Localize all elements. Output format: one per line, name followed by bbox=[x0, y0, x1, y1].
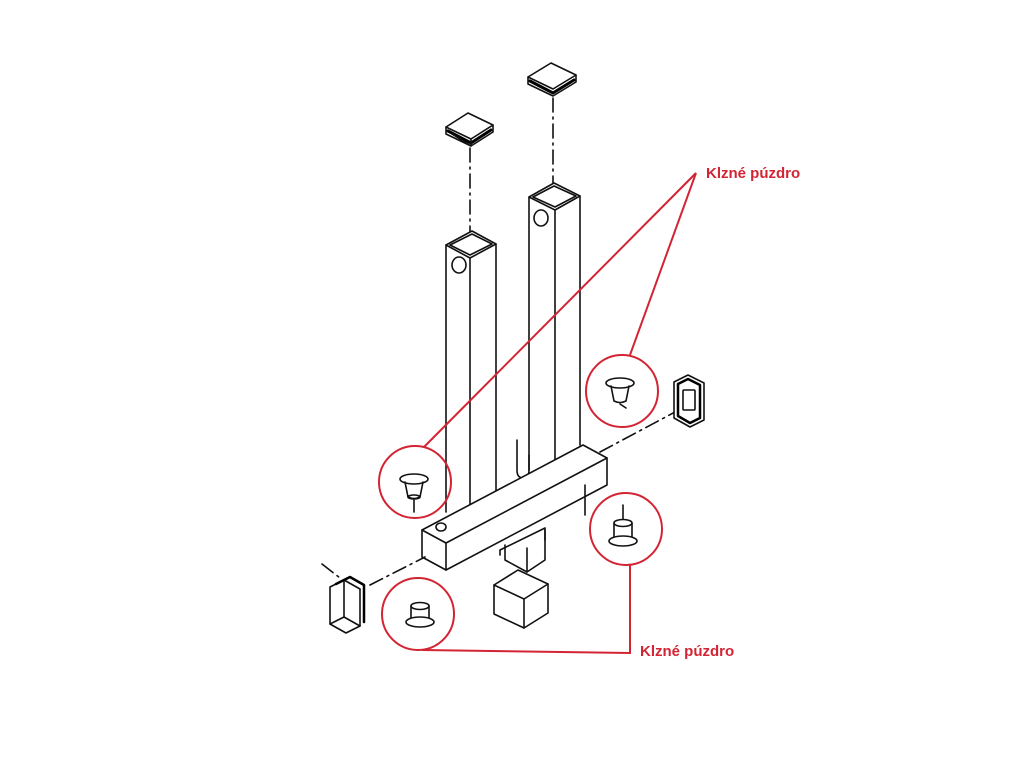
callout-circle-lower-right bbox=[589, 492, 663, 566]
leader-line-upper-left bbox=[423, 172, 697, 448]
tube-hole-left bbox=[451, 256, 467, 274]
tube-left bbox=[445, 230, 497, 529]
cube-foot bbox=[493, 569, 549, 629]
tube-right bbox=[516, 182, 581, 486]
callout-label-upper: Klzné púzdro bbox=[706, 165, 801, 182]
side-end-cap-left bbox=[329, 575, 366, 634]
bushing-lower-left bbox=[405, 601, 435, 628]
crossbar bbox=[421, 444, 608, 571]
leader-line-lower bbox=[421, 565, 631, 655]
bushing-upper-right bbox=[605, 377, 635, 409]
callout-circle-upper-left bbox=[378, 445, 452, 519]
horizontal-axis bbox=[321, 411, 676, 586]
bushing-lower-right bbox=[608, 504, 638, 547]
top-end-cap-right bbox=[527, 62, 577, 97]
center-block bbox=[504, 529, 546, 573]
tube-hole-right bbox=[533, 209, 549, 227]
leader-line-upper-right bbox=[629, 172, 697, 356]
callout-label-lower: Klzné púzdro bbox=[640, 643, 735, 660]
bushing-upper-left bbox=[399, 473, 429, 513]
callout-circle-lower-left bbox=[381, 577, 455, 651]
top-end-cap-left bbox=[445, 112, 494, 147]
callout-circle-upper-right bbox=[585, 354, 659, 428]
side-end-cap-right bbox=[673, 374, 705, 428]
